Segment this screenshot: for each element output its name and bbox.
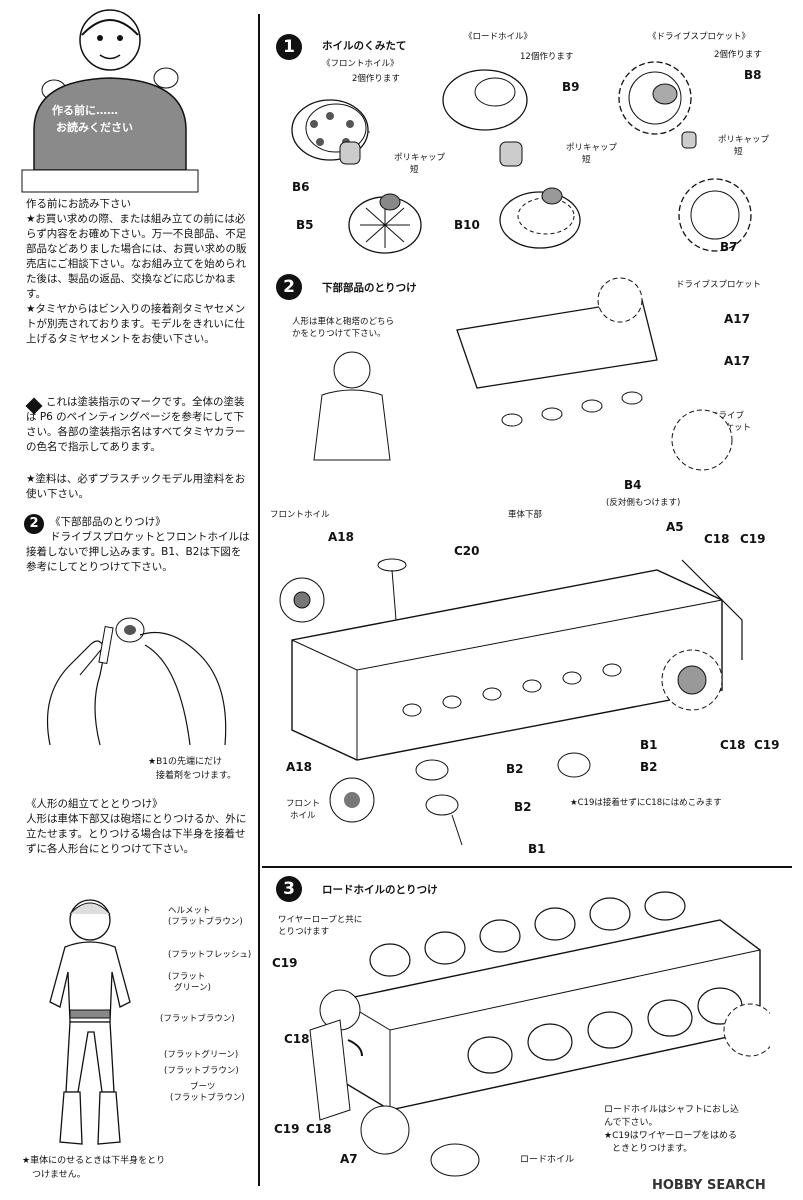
banner-line-1: 作る前に…… bbox=[52, 104, 118, 117]
step3-road-wheel-label: ロードホイル bbox=[520, 1155, 575, 1165]
step3-hull-drawing bbox=[309, 891, 770, 1177]
part-c18: C18 bbox=[704, 532, 730, 546]
step1-road-count: 12個作ります bbox=[520, 52, 574, 62]
part-b1: B1 bbox=[640, 738, 658, 752]
part-b9: B9 bbox=[562, 80, 580, 94]
step2-hull-drawing bbox=[279, 277, 743, 846]
read-first-p2: ★タミヤからはビン入りの接着剤タミヤセメントが別売されております。モデルをきれい… bbox=[26, 303, 246, 345]
paint-note: ★塗料は、必ずプラスチックモデル用塗料をお使い下さい。 bbox=[26, 472, 250, 502]
step2-front-wheel-label: フロントホイル bbox=[270, 510, 330, 520]
paint-label-helmet: ヘルメット (フラットブラウン) bbox=[168, 906, 243, 927]
step1-front-count: 2個作ります bbox=[352, 74, 400, 84]
step2-drive-sprocket-label: ドライブスプロケット bbox=[676, 280, 762, 290]
part-b7: B7 bbox=[720, 240, 738, 254]
left-step2-text: ドライブスプロケットとフロントホイルは接着しないで押し込みます。B1、B2は下図… bbox=[26, 531, 250, 573]
part-b4: B4 bbox=[624, 478, 642, 492]
figure-section: 《人形の組立てととりつけ》 人形は車体下部又は砲塔にとりつけるか、外に立たせます… bbox=[26, 797, 250, 857]
part-b5: B5 bbox=[296, 218, 314, 232]
mascot-illustration bbox=[21, 9, 199, 193]
step1-wheels-drawing bbox=[291, 61, 752, 254]
read-first-p3: これは塗装指示のマークです。全体の塗装は P6 のペインティングページを参考にし… bbox=[26, 396, 246, 453]
part-c19-s3: C19 bbox=[272, 956, 298, 970]
part-c19: C19 bbox=[740, 532, 766, 546]
bottom-note: ★車体にのせるときは下半身をとり つけません。 bbox=[22, 1154, 165, 1182]
left-step2-title: 《下部部品のとりつけ》 bbox=[50, 516, 166, 528]
part-a18: A18 bbox=[328, 530, 354, 544]
step1-polycap-3: ポリキャップ 短 bbox=[718, 135, 770, 157]
paint-label-green: (フラット グリーン) bbox=[168, 972, 211, 993]
part-c18-s3: C18 bbox=[284, 1032, 310, 1046]
read-first-p1: ★お買い求めの際、または組み立ての前には必らず内容をお確め下さい。万一不良部品、… bbox=[26, 213, 247, 300]
step1-road-wheel-label: 《ロードホイル》 bbox=[464, 32, 533, 42]
paint-label-brown2: (フラットブラウン) bbox=[164, 1066, 239, 1076]
part-a17: A17 bbox=[724, 312, 750, 326]
step3-wire-note: ワイヤーロープと共に とりつけます bbox=[278, 915, 363, 937]
part-a5: A5 bbox=[666, 520, 684, 534]
part-b2b: B2 bbox=[640, 760, 658, 774]
left-step2-section: 《下部部品のとりつけ》 ドライブスプロケットとフロントホイルは接着しないで押し込… bbox=[26, 515, 250, 575]
paint-section: これは塗装指示のマークです。全体の塗装は P6 のペインティングページを参考にし… bbox=[26, 395, 250, 455]
step3-note: ロードホイルはシャフトにおし込 んで下さい。 ★C19はワイヤーロープをはめる … bbox=[604, 1105, 740, 1154]
soldier-figure-illustration bbox=[49, 899, 131, 1145]
step1-drive-label: 《ドライブスプロケット》 bbox=[648, 32, 751, 42]
paint-label-boots: ブーツ (フラットブラウン) bbox=[170, 1082, 245, 1103]
step3-number: 3 bbox=[276, 876, 302, 902]
part-c19b-s3: C19 bbox=[274, 1122, 300, 1136]
step2-title: 下部部品のとりつけ bbox=[322, 282, 417, 294]
part-a7: A7 bbox=[340, 1152, 358, 1166]
step1-polycap-1: ポリキャップ 短 bbox=[394, 153, 446, 175]
b1-note-line1: ★B1の先端にだけ bbox=[148, 757, 222, 767]
step2-opposite-label: (反対側もつけます) bbox=[606, 498, 681, 508]
part-c18b: C18 bbox=[720, 738, 746, 752]
part-a17b: A17 bbox=[724, 354, 750, 368]
banner-text: 作る前に…… お読みください bbox=[52, 102, 133, 136]
column-divider bbox=[258, 14, 260, 1186]
banner-line-2: お読みください bbox=[56, 121, 133, 134]
figure-text: 人形は車体下部又は砲塔にとりつけるか、外に立たせます。とりつける場合は下半身を接… bbox=[26, 813, 247, 855]
bottom-note-line1: ★車体にのせるときは下半身をとり bbox=[22, 1156, 166, 1166]
hands-illustration bbox=[46, 617, 227, 746]
watermark: HOBBY SEARCH bbox=[652, 1178, 766, 1193]
paint-label-flesh: (フラットフレッシュ) bbox=[168, 950, 252, 960]
part-c18b-s3: C18 bbox=[306, 1122, 332, 1136]
step2-number: 2 bbox=[276, 274, 302, 300]
part-b10: B10 bbox=[454, 218, 480, 232]
part-b1b: B1 bbox=[528, 842, 546, 856]
figure-title: 《人形の組立てととりつけ》 bbox=[26, 798, 163, 810]
step3-divider bbox=[262, 866, 792, 868]
step2-figure-note: 人形は車体と砲塔のどちら かをとりつけて下さい。 bbox=[292, 317, 395, 339]
part-b2c: B2 bbox=[514, 800, 532, 814]
part-c20: C20 bbox=[454, 544, 480, 558]
step3-title: ロードホイルのとりつけ bbox=[322, 884, 438, 896]
part-b2: B2 bbox=[506, 762, 524, 776]
b1-note: ★B1の先端にだけ 接着剤をつけます。 bbox=[148, 755, 236, 783]
read-first-section: 作る前にお読み下さい ★お買い求めの際、または組み立ての前には必らず内容をお確め… bbox=[26, 197, 250, 347]
step1-number: 1 bbox=[276, 34, 302, 60]
step2-c19-note: ★C19は接着せずにC18にはめこみます bbox=[570, 798, 722, 808]
step1-title: ホイルのくみたて bbox=[322, 40, 407, 52]
step2-hull-lower-label: 車体下部 bbox=[508, 510, 543, 520]
step1-polycap-2: ポリキャップ 短 bbox=[566, 143, 618, 165]
bottom-note-line2: つけません。 bbox=[32, 1170, 86, 1180]
part-b8: B8 bbox=[744, 68, 762, 82]
part-a18b: A18 bbox=[286, 760, 312, 774]
read-first-title: 作る前にお読み下さい bbox=[26, 198, 131, 210]
paint-label-green2: (フラットグリーン) bbox=[164, 1050, 239, 1060]
step2-front-label-bottom: フロント ホイル bbox=[286, 799, 321, 821]
read-first-p4: ★塗料は、必ずプラスチックモデル用塗料をお使い下さい。 bbox=[26, 473, 246, 500]
b1-note-line2: 接着剤をつけます。 bbox=[156, 771, 237, 781]
step1-front-wheel-label: 《フロントホイル》 bbox=[322, 59, 399, 69]
left-step2-number: 2 bbox=[24, 514, 44, 534]
part-c19b: C19 bbox=[754, 738, 780, 752]
part-b6: B6 bbox=[292, 180, 310, 194]
paint-label-brown1: (フラットブラウン) bbox=[160, 1014, 235, 1024]
step1-drive-count: 2個作ります bbox=[714, 50, 762, 60]
